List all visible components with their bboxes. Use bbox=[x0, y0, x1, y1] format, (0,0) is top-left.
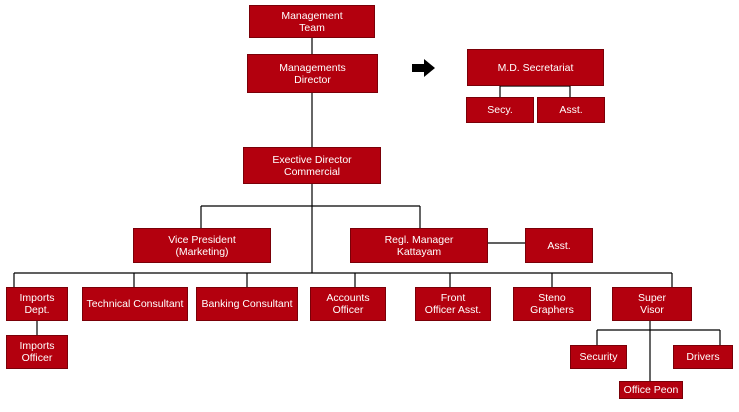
node-security: Security bbox=[570, 345, 627, 369]
node-management-team: Management Team bbox=[249, 5, 375, 38]
node-secy: Secy. bbox=[466, 97, 534, 123]
node-md-asst: Asst. bbox=[537, 97, 605, 123]
node-vice-president: Vice President (Marketing) bbox=[133, 228, 271, 263]
node-imports-dept: Imports Dept. bbox=[6, 287, 68, 321]
node-supervisor: Super Visor bbox=[612, 287, 692, 321]
node-md-secretariat: M.D. Secretariat bbox=[467, 49, 604, 86]
node-office-peon: Office Peon bbox=[619, 381, 683, 399]
node-technical-consultant: Technical Consultant bbox=[82, 287, 188, 321]
node-imports-officer: Imports Officer bbox=[6, 335, 68, 369]
node-drivers: Drivers bbox=[673, 345, 733, 369]
node-steno-graphers: Steno Graphers bbox=[513, 287, 591, 321]
node-regional-manager: Regl. Manager Kattayam bbox=[350, 228, 488, 263]
node-managing-director: Managements Director bbox=[247, 54, 378, 93]
node-accounts-officer: Accounts Officer bbox=[310, 287, 386, 321]
node-executive-director: Exective Director Commercial bbox=[243, 147, 381, 184]
node-banking-consultant: Banking Consultant bbox=[196, 287, 298, 321]
right-arrow-icon bbox=[412, 59, 435, 77]
node-front-office-asst: Front Officer Asst. bbox=[415, 287, 491, 321]
node-regional-asst: Asst. bbox=[525, 228, 593, 263]
